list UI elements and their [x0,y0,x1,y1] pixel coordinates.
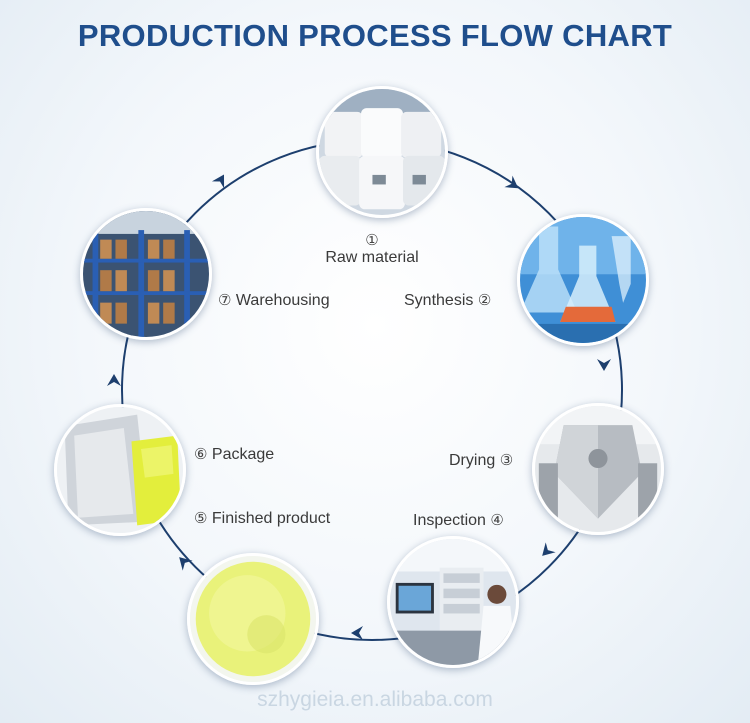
raw-material-photo [316,86,448,218]
drying-photo [532,403,664,535]
arrow-icon [351,626,363,640]
arrow-icon [211,174,225,189]
step-5-label: ⑤ Finished product [194,510,331,527]
package-photo [54,404,186,536]
arrow-icon [107,374,121,386]
warehousing-photo [80,208,212,340]
finished-product-photo [187,553,319,685]
arrow-icon [542,542,556,556]
step-7-label: ⑦ Warehousing [218,292,330,309]
page-title: PRODUCTION PROCESS FLOW CHART [77,18,673,53]
inspection-photo [387,536,519,668]
step-1-label: ① Raw material [325,232,419,266]
step-3-label: Drying ③ [449,452,514,469]
step-6-label: ⑥ Package [194,446,275,463]
step-4-label: Inspection ④ [413,512,504,529]
arrow-icon [504,175,519,189]
synthesis-photo [517,214,649,346]
step-2-label: Synthesis ② [404,292,492,309]
watermark: szhygieia.en.alibaba.com [257,688,493,711]
arrow-icon [597,359,611,371]
arrow-icon [179,557,193,571]
